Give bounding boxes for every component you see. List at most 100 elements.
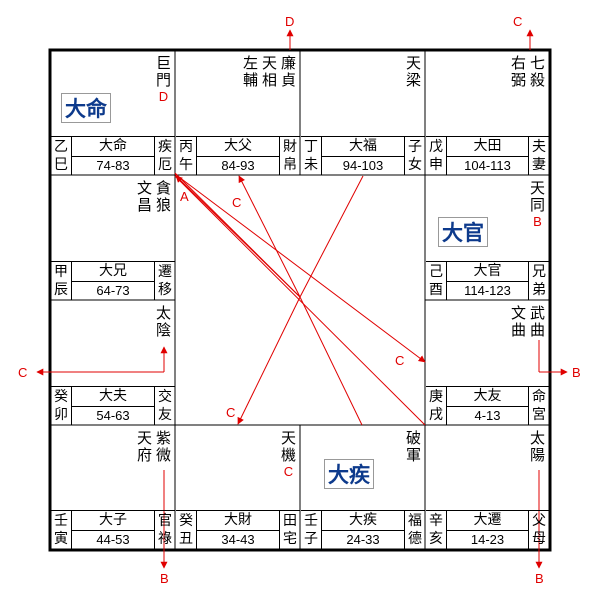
palace-char: 交	[158, 389, 172, 405]
star-char: 天	[136, 429, 152, 447]
stem-char: 寅	[54, 531, 68, 547]
decade-palace-name: 大父	[196, 137, 280, 157]
palace-name: 夫妻	[528, 137, 549, 175]
decade-palace-name: 大官	[446, 262, 529, 282]
palace-name: 疾厄	[154, 137, 175, 175]
arrow-c-mid-right	[174, 173, 426, 363]
star-char: 梁	[405, 71, 421, 89]
palace-char: 遷	[158, 264, 172, 280]
palace-char: 帛	[283, 157, 297, 173]
palace-char: 祿	[158, 531, 172, 547]
decade-palace-name: 大夫	[71, 387, 155, 407]
decade-age-range: 14-23	[470, 532, 505, 547]
palace-name: 福德	[404, 511, 425, 549]
palace-char: 厄	[158, 157, 172, 173]
star: 文曲	[509, 305, 528, 339]
star-char: 天	[405, 54, 421, 72]
stem-char: 癸	[54, 389, 68, 405]
star-char: 天	[261, 54, 277, 72]
palace-char: 弟	[532, 282, 546, 298]
decade-age-range: 84-93	[221, 158, 255, 173]
star-char: 天	[280, 429, 296, 447]
arrow-c-lower	[237, 296, 301, 425]
star-char: 陰	[155, 321, 171, 339]
label-b-bottom-right: B	[535, 571, 544, 586]
stem-branch: 丁未	[301, 137, 322, 175]
star-char: 右	[510, 54, 526, 72]
star-group: 貪狼文昌	[135, 180, 173, 214]
star-char: 太	[155, 304, 171, 322]
stem-char: 壬	[54, 513, 68, 529]
star-group: 紫微天府	[135, 430, 173, 464]
star-char: 貞	[280, 71, 296, 89]
decade-age-range: 74-83	[96, 158, 130, 173]
palace-char: 宮	[532, 407, 546, 423]
star-char: 昌	[136, 196, 152, 214]
star-char: 太	[529, 429, 545, 447]
stem-char: 戌	[429, 407, 443, 423]
star: 紫微	[154, 430, 173, 464]
stem-char: 壬	[304, 513, 318, 529]
star-group: 七殺右弼	[509, 55, 547, 89]
tag-da-ming: 大命	[61, 93, 111, 123]
palace-char: 德	[408, 531, 422, 547]
palace-name: 官祿	[154, 511, 175, 549]
star-char: 陽	[529, 446, 545, 464]
label-b-bottom-left: B	[160, 571, 169, 586]
stem-branch: 辛亥	[426, 511, 447, 549]
decade-palace-name: 大疾	[321, 511, 405, 531]
star-group: 破軍	[404, 430, 423, 464]
sihua-mark: C	[283, 464, 294, 479]
star: 天梁	[404, 55, 423, 89]
palace-char: 宅	[283, 531, 297, 547]
star: 太陰	[154, 305, 173, 339]
star-char: 門	[155, 71, 171, 89]
star: 武曲	[528, 305, 547, 339]
star-char: 貪	[155, 179, 171, 197]
stem-char: 甲	[54, 264, 68, 280]
tag-da-guan: 大官	[438, 217, 488, 247]
star-char: 軍	[405, 446, 421, 464]
palace-name: 兄弟	[528, 262, 549, 300]
sihua-mark: B	[533, 214, 542, 229]
star-group: 天梁	[404, 55, 423, 89]
star-char: 巨	[155, 54, 171, 72]
star-group: 武曲文曲	[509, 305, 547, 339]
star-char: 相	[261, 71, 277, 89]
label-c-mid-right: C	[395, 353, 405, 368]
star: 廉貞	[279, 55, 298, 89]
stem-branch: 丙午	[176, 137, 197, 175]
palace-char: 疾	[158, 139, 172, 155]
stem-branch: 甲辰	[51, 262, 72, 300]
palace-char: 福	[408, 513, 422, 529]
palace-char: 田	[283, 513, 297, 529]
decade-age-range: 104-113	[464, 158, 511, 173]
star-char: 輔	[242, 71, 258, 89]
star: 文昌	[135, 180, 154, 214]
stem-branch: 壬寅	[51, 511, 72, 549]
label-c-left: C	[18, 365, 28, 380]
star: 右弼	[509, 55, 528, 89]
star-char: 曲	[510, 321, 526, 339]
tag-da-ji: 大疾	[324, 459, 374, 489]
palace-name: 父母	[528, 511, 549, 549]
palace-char: 兄	[532, 264, 546, 280]
palace-char: 母	[532, 531, 546, 547]
star-char: 機	[280, 446, 296, 464]
star-char: 微	[155, 446, 171, 464]
decade-palace-name: 大田	[446, 137, 529, 157]
decade-age-range: 94-103	[342, 158, 384, 173]
arrow-c-upper	[238, 175, 301, 298]
star-char: 文	[510, 304, 526, 322]
